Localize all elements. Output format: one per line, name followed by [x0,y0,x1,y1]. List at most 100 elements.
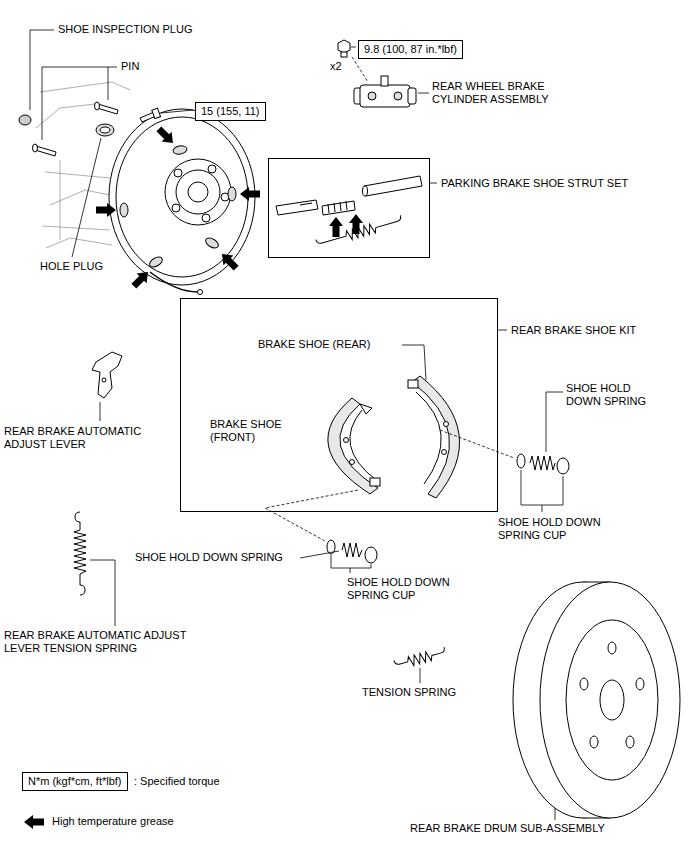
backing-plate [150,272,198,292]
hold-down-spring [557,458,569,474]
legend-torque-box: N*m (kgf*cm, ft*lbf) [22,772,128,791]
part-label: SHOE HOLD DOWN SPRING [566,382,656,408]
chassis-lines [36,104,95,128]
leader-line [108,67,109,100]
spring [394,647,447,670]
pin [97,104,118,114]
leader-line [100,402,101,421]
part-label: REAR BRAKE DRUM SUB-ASSEMBLY [410,822,605,835]
brake-shoe [350,460,355,465]
backing-plate [202,214,210,222]
chassis-lines [60,160,61,240]
leader-line [555,808,556,820]
brake-drum [608,642,616,654]
grease-arrow-symbol [217,249,241,273]
backing-plate [109,109,255,295]
part-label: SHOE INSPECTION PLUG [58,23,192,36]
brake-shoe [416,392,441,484]
hold-down-spring [342,543,362,557]
legend-text: High temperature grease [52,815,174,828]
wheel-cylinder [381,76,388,86]
pin [33,102,119,156]
backing-plate [228,187,236,201]
chassis-lines [40,82,130,92]
backing-plate [208,165,216,173]
leader-line [420,668,421,683]
brake-shoe [370,478,380,486]
backing-plate [116,117,248,277]
hole-plug [100,127,110,133]
leader-line [402,345,426,380]
part-label: SHOE HOLD DOWN SPRING CUP [347,576,462,602]
strut-part [276,200,318,215]
leader-line [521,470,563,505]
adjust-lever [92,352,122,398]
part-label: REAR WHEEL BRAKE CYLINDER ASSEMBLY [432,80,567,106]
part-label: HOLE PLUG [40,260,103,273]
brake-drum [600,680,624,720]
grease-arrow-symbol [96,124,260,291]
spring [74,512,86,595]
set-name: PARKING BRAKE SHOE STRUT SET [441,177,628,190]
backing-plate [176,170,220,214]
leader-line [265,490,358,541]
hold-down-spring [530,456,555,470]
leader-line [430,183,437,184]
grease-arrow-symbol [329,214,363,237]
chassis-lines [42,226,110,230]
leader-line [420,668,421,683]
grease-arrow-symbol [24,815,44,829]
adjust-lever [92,352,122,398]
wheel-cylinder [360,85,410,107]
leader-line [350,568,351,573]
brake-shoe [408,380,418,388]
leader-line [42,67,117,140]
torque-value: 9.8 (100, 87 in.*lbf) [364,43,457,56]
leader-line [100,402,101,421]
brake-shoe [442,450,447,455]
grease-arrow-symbol [154,124,178,148]
backing-plate [165,159,231,225]
shoe-inspection-plug [19,115,31,125]
hold-down-spring [517,454,569,474]
bolt [140,108,161,122]
brake-drum [540,582,680,818]
torque-value: 15 (155, 11) [201,105,260,118]
wheel-cylinder [408,88,416,104]
brake-shoe [344,438,349,443]
torque-value: N*m (kgf*cm, ft*lbf) [28,775,122,788]
grease-arrow-symbol [329,217,343,237]
leader-line [72,138,101,257]
part-set-frame: PARKING BRAKE SHOE STRUT SET [268,158,430,258]
leader-line [351,47,356,48]
hold-down-spring [365,547,377,563]
leader-line [418,93,429,94]
chassis-lines [46,238,112,248]
part-label: REAR BRAKE AUTOMATIC ADJUST LEVER [4,425,164,451]
grease-arrow-symbol [240,187,260,201]
legend-text: : Specified torque [134,775,220,788]
pin [35,146,56,156]
shoe-inspection-plug [19,115,31,125]
grease-arrow-symbol [24,815,44,829]
grease-arrow-symbol [349,214,363,234]
leader-line [352,57,368,82]
leader-line [30,30,193,257]
brake-drum [636,678,644,690]
brake-shoe [350,410,376,480]
strut-part [364,176,422,196]
part-kit-frame: REAR BRAKE SHOE KIT [180,298,498,512]
part-label: PIN [121,60,139,73]
part-label: BRAKE SHOE (FRONT) [210,418,300,444]
adjust-lever [102,378,106,382]
leader-line [90,560,115,626]
backing-plate [109,109,255,285]
leader-line [300,551,339,558]
pin [33,144,38,152]
grease-arrow-symbol [129,267,153,291]
grease-arrow-symbol [96,203,116,217]
brake-shoe [360,404,372,414]
chassis-lines [45,172,110,178]
strut-part [363,186,368,196]
